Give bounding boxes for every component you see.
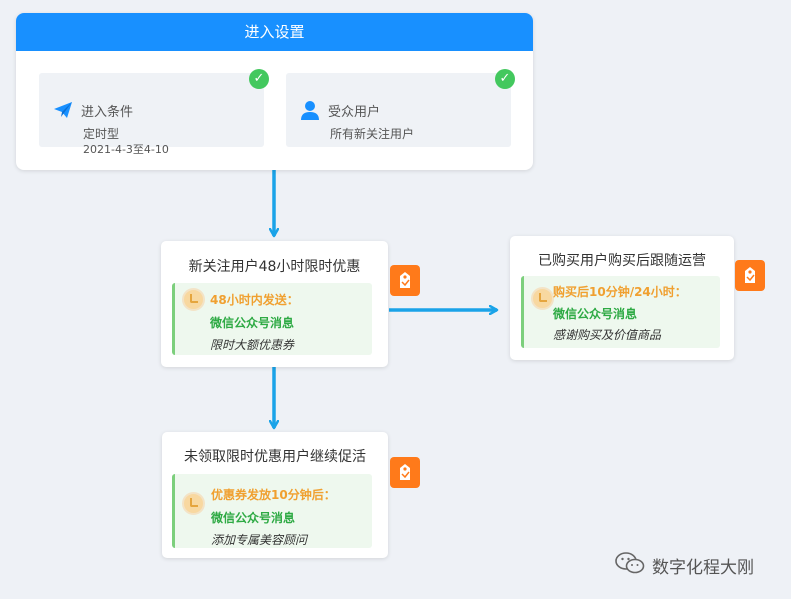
entry-condition-title: 进入条件 <box>81 105 134 120</box>
tag-icon[interactable] <box>735 260 765 291</box>
clock-icon <box>182 492 205 515</box>
node-detail: 购买后10分钟/24小时： 微信公众号消息 感谢购买及价值商品 <box>521 276 720 348</box>
node-channel: 微信公众号消息 <box>211 511 296 525</box>
check-circle-icon: ✓ <box>495 69 515 89</box>
audience-value: 所有新关注用户 <box>330 127 415 141</box>
node-channel: 微信公众号消息 <box>210 316 295 330</box>
node-description: 添加专属美容顾问 <box>211 533 308 547</box>
node-detail: 优惠券发放10分钟后： 微信公众号消息 添加专属美容顾问 <box>172 474 372 548</box>
entry-condition-card[interactable]: 进入条件 定时型 2021-4-3至4-10 <box>39 73 264 156</box>
tag-icon[interactable] <box>390 265 420 296</box>
node-title: 未领取限时优惠用户继续促活 <box>184 449 366 465</box>
node-channel: 微信公众号消息 <box>553 307 638 321</box>
user-icon <box>300 100 320 124</box>
entry-condition-date: 2021-4-3至4-10 <box>83 143 169 156</box>
clock-icon <box>182 288 205 311</box>
tag-icon[interactable] <box>390 457 420 488</box>
entry-settings-title: 进入设置 <box>16 13 533 51</box>
clock-icon <box>531 287 554 310</box>
node-title: 已购买用户购买后跟随运营 <box>538 253 706 269</box>
node-send-time: 优惠券发放10分钟后： <box>211 488 336 502</box>
node-detail: 48小时内发送： 微信公众号消息 限时大额优惠券 <box>172 283 372 355</box>
paper-plane-icon <box>53 101 73 123</box>
flow-node-new-follower[interactable]: 新关注用户48小时限时优惠 48小时内发送： 微信公众号消息 限时大额优惠券 <box>161 241 388 367</box>
audience-title: 受众用户 <box>328 105 381 120</box>
watermark-text: 数字化程大刚 <box>652 558 754 578</box>
entry-condition-type: 定时型 <box>83 127 120 141</box>
flow-node-unclaimed[interactable]: 未领取限时优惠用户继续促活 优惠券发放10分钟后： 微信公众号消息 添加专属美容… <box>162 432 388 558</box>
node-title: 新关注用户48小时限时优惠 <box>188 259 361 275</box>
wechat-icon <box>614 551 646 579</box>
node-description: 限时大额优惠券 <box>210 338 295 352</box>
node-send-time: 48小时内发送： <box>210 293 299 307</box>
audience-card[interactable]: 受众用户 所有新关注用户 <box>286 73 511 147</box>
node-send-time: 购买后10分钟/24小时： <box>553 285 687 299</box>
entry-settings-panel: 进入设置 进入条件 定时型 2021-4-3至4-10 ✓ 受众用户 所有新关注… <box>16 13 533 170</box>
check-circle-icon: ✓ <box>249 69 269 89</box>
node-description: 感谢购买及价值商品 <box>553 328 662 342</box>
flow-node-purchased[interactable]: 已购买用户购买后跟随运营 购买后10分钟/24小时： 微信公众号消息 感谢购买及… <box>510 236 734 360</box>
